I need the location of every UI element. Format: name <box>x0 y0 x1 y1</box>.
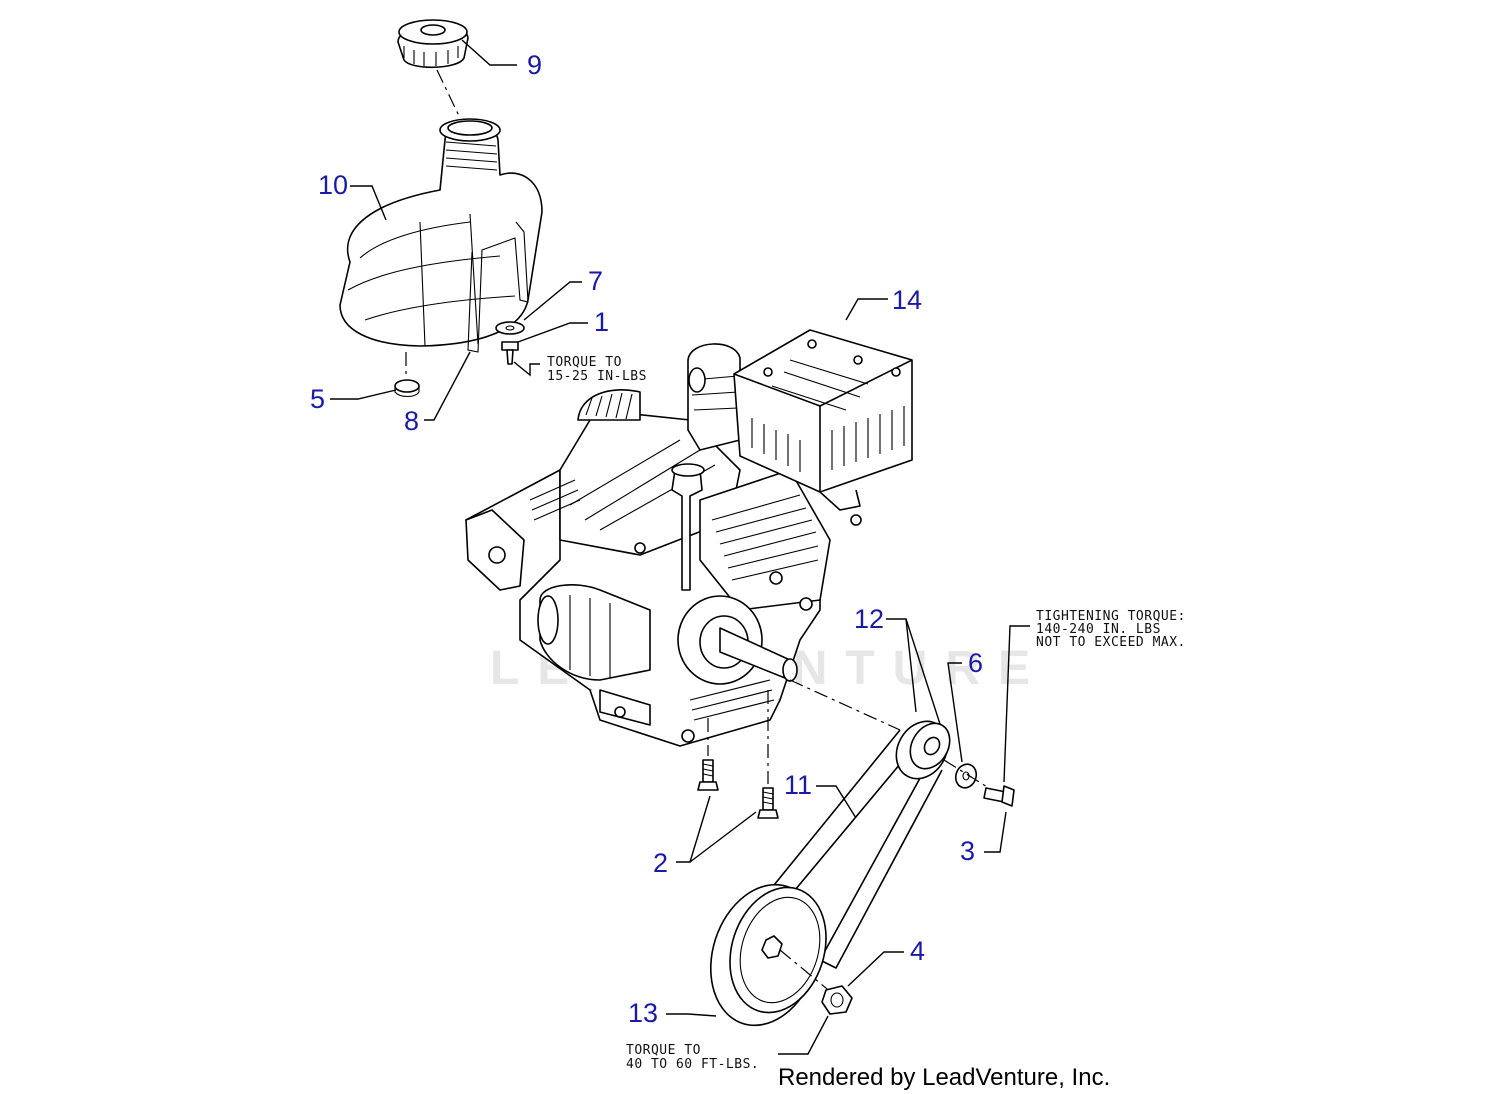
render-credit: Rendered by LeadVenture, Inc. <box>778 1064 1110 1091</box>
svg-text:140-240 IN. LBS: 140-240 IN. LBS <box>1036 622 1161 637</box>
callout-2[interactable]: 2 <box>653 848 668 878</box>
engine-bolt[interactable] <box>757 787 779 819</box>
callout-6[interactable]: 6 <box>968 648 983 678</box>
pulley-washer[interactable] <box>952 761 979 790</box>
drive-belt[interactable] <box>769 729 943 969</box>
pulley-nut[interactable] <box>821 985 853 1015</box>
washer[interactable] <box>495 321 525 335</box>
callout-5[interactable]: 5 <box>310 384 325 414</box>
pulley-bolt[interactable] <box>983 785 1015 807</box>
svg-text:40 TO 60 FT-LBS.: 40 TO 60 FT-LBS. <box>626 1057 759 1072</box>
leader-lines <box>330 39 1030 1055</box>
callout-13[interactable]: 13 <box>628 998 658 1028</box>
callout-1[interactable]: 1 <box>594 307 609 337</box>
fuel-tank[interactable] <box>339 118 543 347</box>
carburetor[interactable] <box>687 343 741 451</box>
callouts: 9 10 7 1 14 5 8 12 6 11 3 2 4 13 <box>310 50 983 1028</box>
torque-note-part-4: TORQUE TO 40 TO 60 FT-LBS. <box>626 1043 759 1072</box>
callout-3[interactable]: 3 <box>960 836 975 866</box>
svg-text:15-25 IN-LBS: 15-25 IN-LBS <box>547 369 647 384</box>
callout-14[interactable]: 14 <box>892 285 922 315</box>
callout-11[interactable]: 11 <box>784 770 812 800</box>
svg-text:TIGHTENING TORQUE:: TIGHTENING TORQUE: <box>1036 609 1186 624</box>
tank-strap[interactable] <box>467 221 529 353</box>
svg-text:TORQUE TO: TORQUE TO <box>547 355 622 370</box>
transmission-pulley[interactable] <box>693 870 841 1039</box>
engine[interactable] <box>465 389 831 747</box>
callout-7[interactable]: 7 <box>588 266 603 296</box>
muffler[interactable] <box>733 329 913 526</box>
callout-12[interactable]: 12 <box>854 604 884 634</box>
engine-pulley[interactable] <box>886 712 958 788</box>
tank-screw[interactable] <box>501 341 519 365</box>
fuel-cap[interactable] <box>397 19 469 69</box>
callout-9[interactable]: 9 <box>527 50 542 80</box>
torque-note-part-1: TORQUE TO 15-25 IN-LBS <box>547 355 647 384</box>
callout-4[interactable]: 4 <box>910 936 925 966</box>
callout-8[interactable]: 8 <box>404 406 419 436</box>
svg-text:TORQUE TO: TORQUE TO <box>626 1043 701 1058</box>
engine-bolt[interactable] <box>697 759 719 791</box>
svg-text:NOT TO EXCEED MAX.: NOT TO EXCEED MAX. <box>1036 635 1186 650</box>
callout-10[interactable]: 10 <box>318 170 348 200</box>
torque-note-part-3: TIGHTENING TORQUE: 140-240 IN. LBS NOT T… <box>1036 609 1186 650</box>
hose-clamp[interactable] <box>394 379 420 398</box>
